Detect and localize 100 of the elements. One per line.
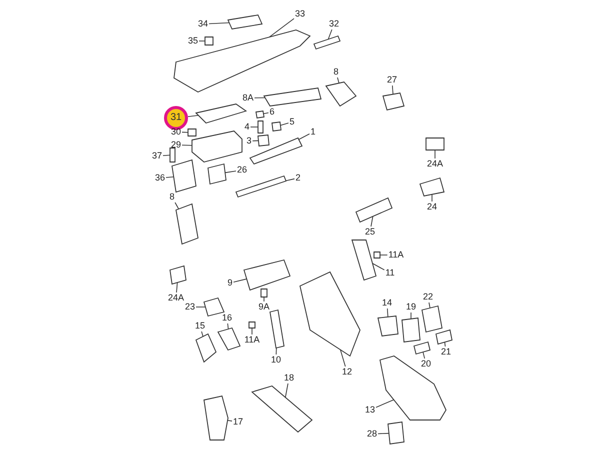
- clip-drawing: [204, 36, 214, 46]
- callout-number: 4: [244, 122, 250, 132]
- callout-number: 14: [381, 298, 393, 308]
- callout-number: 33: [294, 8, 306, 20]
- trim-strip-drawing: [235, 175, 287, 198]
- leader-line: [340, 349, 346, 367]
- callout-number: 11: [384, 268, 396, 278]
- leader-line: [162, 154, 170, 156]
- callout-number: 11A: [387, 250, 405, 260]
- leader-line: [284, 383, 288, 398]
- callout-number: 9: [226, 278, 234, 288]
- callout-number: 35: [187, 36, 199, 46]
- callout-number: 8: [168, 192, 176, 202]
- callout-number: 13: [364, 404, 376, 416]
- callout-number: 18: [283, 372, 295, 384]
- leader-line: [328, 29, 332, 40]
- callout-number: 15: [194, 320, 206, 332]
- callout-number: 1: [310, 126, 316, 138]
- leader-line: [227, 420, 232, 422]
- callout-number: 24A: [426, 158, 444, 170]
- air-duct-drawing: [263, 88, 322, 106]
- air-duct-drawing: [204, 395, 228, 440]
- callout-number: 3: [246, 136, 252, 146]
- leader-line: [376, 399, 394, 408]
- switch-panel-drawing: [421, 305, 443, 333]
- callout-number: 21: [440, 346, 452, 358]
- leader-line: [280, 122, 289, 126]
- leader-line: [380, 254, 388, 256]
- leader-line: [386, 308, 388, 318]
- air-vent-drawing: [355, 197, 393, 223]
- callout-number: 26: [236, 164, 248, 176]
- callout-number: 28: [366, 428, 378, 440]
- air-duct-drawing: [195, 333, 217, 363]
- leader-line: [254, 97, 266, 98]
- clip-drawing: [255, 110, 265, 118]
- sensor-drawing: [170, 265, 186, 285]
- screw-drawing: [260, 288, 268, 298]
- callout-number: 19: [405, 302, 417, 312]
- leader-line: [268, 18, 294, 38]
- screw-drawing: [258, 120, 264, 134]
- bracket-drawing: [258, 134, 270, 146]
- leader-line: [174, 202, 180, 210]
- leader-line: [250, 126, 258, 128]
- leader-line: [392, 85, 394, 95]
- air-duct-drawing: [269, 309, 285, 349]
- callout-number: 22: [422, 292, 434, 302]
- callout-number: 29: [170, 140, 182, 150]
- air-vent-drawing: [243, 259, 291, 291]
- leader-line: [198, 40, 206, 42]
- callout-number: 6: [268, 106, 276, 118]
- leader-line: [410, 312, 412, 320]
- air-vent-drawing: [208, 163, 226, 185]
- callout-number: 17: [232, 416, 244, 428]
- callout-number: 24: [426, 202, 438, 212]
- callout-number: 5: [288, 116, 296, 128]
- air-duct-drawing: [351, 240, 377, 281]
- callout-number: 36: [154, 172, 166, 184]
- sensor-drawing: [426, 138, 444, 150]
- callout-number: 24A: [167, 292, 185, 304]
- leader-line: [166, 176, 174, 178]
- leader-line: [233, 278, 248, 283]
- leader-line: [378, 432, 390, 434]
- air-duct-drawing: [176, 203, 198, 245]
- leader-line: [370, 216, 374, 227]
- leader-line: [224, 170, 236, 174]
- console-side-panel-drawing: [299, 271, 360, 357]
- callout-number: 16: [221, 312, 233, 324]
- trim-panel-drawing: [377, 316, 398, 336]
- callout-number: 23: [184, 302, 196, 312]
- callout-number: 25: [364, 226, 376, 238]
- callout-number: 34: [197, 18, 209, 30]
- seal-strip-drawing: [313, 35, 341, 50]
- callout-number: 8: [332, 66, 340, 78]
- callout-number: 8A: [242, 92, 254, 104]
- leader-line: [434, 150, 436, 159]
- cover-panel-drawing: [195, 104, 248, 124]
- speaker-grille-drawing: [382, 92, 405, 111]
- air-vent-drawing: [388, 421, 404, 445]
- callout-number: 27: [386, 74, 398, 86]
- clip-drawing: [248, 322, 256, 328]
- screw-drawing: [170, 148, 176, 162]
- leader-line: [188, 115, 199, 117]
- switch-drawing: [435, 329, 453, 345]
- callout-number: 20: [420, 358, 432, 370]
- air-duct-drawing: [325, 82, 357, 107]
- clip-drawing: [374, 252, 380, 258]
- callout-number: 2: [294, 172, 302, 184]
- air-duct-drawing: [251, 386, 313, 433]
- callout-number: 37: [151, 150, 163, 162]
- air-vent-drawing: [419, 177, 445, 197]
- leader-line: [263, 112, 269, 114]
- callout-number: 32: [328, 18, 340, 30]
- leader-line: [372, 263, 385, 270]
- center-console-drawing: [379, 356, 446, 420]
- air-duct-drawing: [217, 327, 241, 351]
- callout-number: 9A: [258, 302, 270, 312]
- leader-line: [298, 133, 310, 140]
- control-panel-drawing: [402, 318, 420, 342]
- callout-number: 12: [341, 366, 353, 378]
- washer-drawing: [188, 128, 196, 136]
